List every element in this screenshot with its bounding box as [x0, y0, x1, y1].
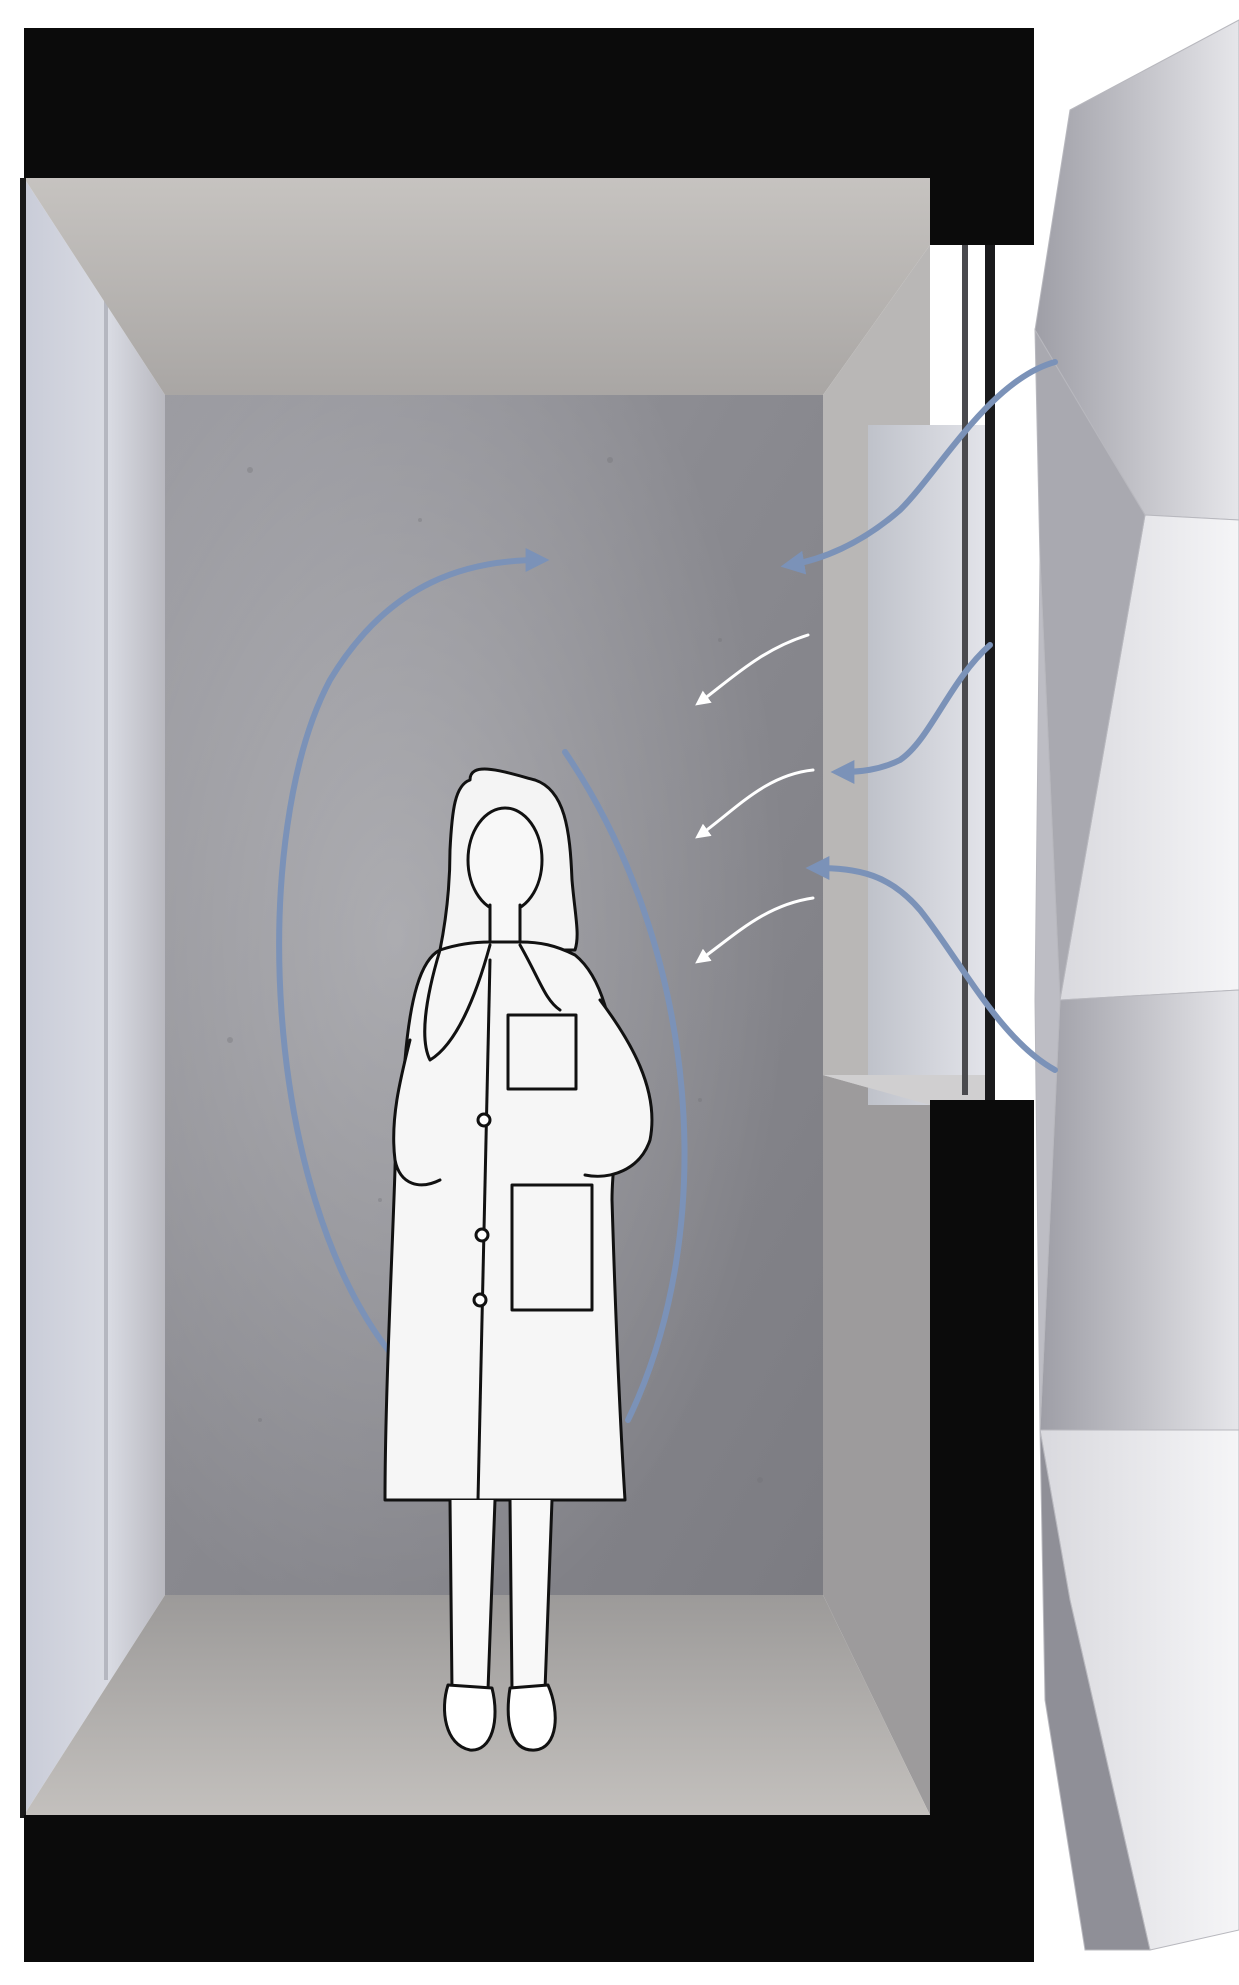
person-button: [474, 1294, 486, 1306]
side-wall: [24, 178, 165, 1815]
left-wall-edge: [20, 178, 26, 1818]
person-left-shoe: [444, 1685, 495, 1750]
person-button: [476, 1229, 488, 1241]
ceiling-soffit: [24, 178, 930, 395]
person-coat: [385, 942, 625, 1500]
window-frame-outer: [985, 245, 995, 1105]
side-wall-mullion: [104, 290, 108, 1680]
person-right-shoe: [508, 1685, 555, 1750]
folded-facade: [1035, 20, 1239, 1950]
person-button: [478, 1114, 490, 1126]
person-neck: [490, 905, 520, 945]
person-face: [468, 808, 542, 912]
